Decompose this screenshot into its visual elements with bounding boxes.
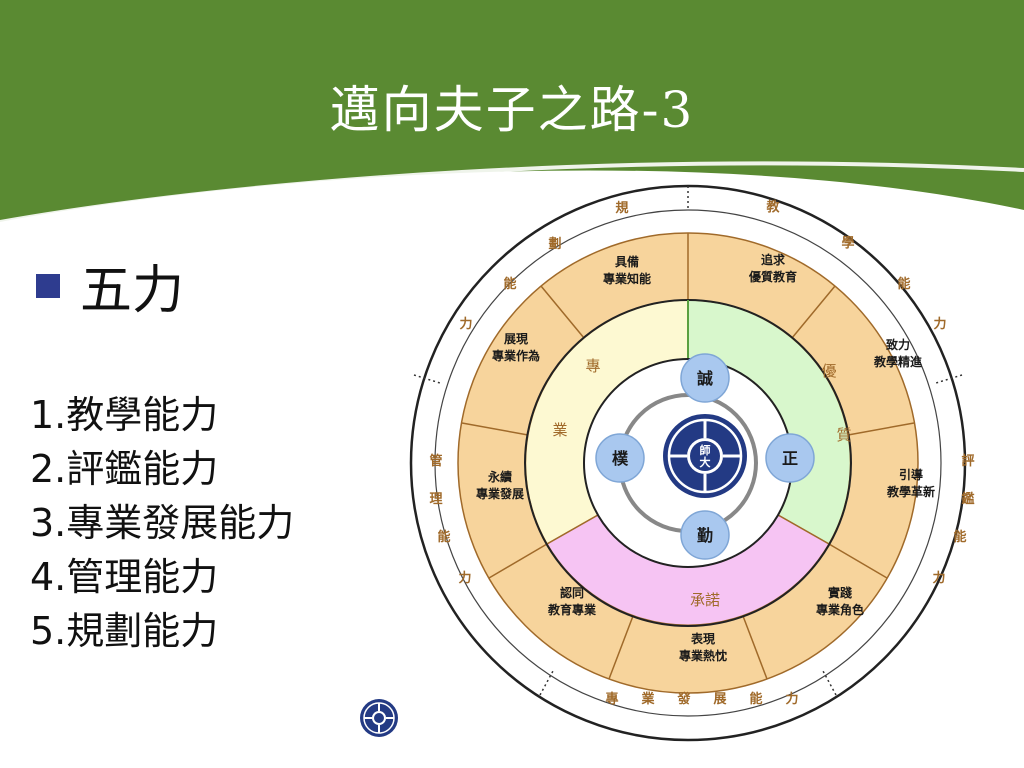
- outer-jiaoxue-3: 能: [897, 276, 910, 292]
- virtue-pu-circle: [595, 433, 645, 483]
- title-banner: 邁向夫子之路-3: [0, 0, 1024, 225]
- outer-fazhan-5: 能: [749, 691, 762, 707]
- outer-pingjian-3: 能: [953, 529, 966, 545]
- outer-pingjian-4: 力: [932, 570, 945, 586]
- outer-guanli-2: 理: [429, 492, 442, 507]
- ability-item: 2.評鑑能力: [30, 447, 219, 491]
- outer-jiaoxue-2: 學: [841, 235, 854, 251]
- bullet-heading-text: 五力: [80, 261, 185, 321]
- emblem-char-2: 大: [700, 455, 711, 469]
- outer-jiaoxue-4: 力: [933, 316, 946, 332]
- inner-ring-zhi: 質: [836, 426, 851, 444]
- virtue-qin-label: 勤: [697, 526, 713, 545]
- sector-7-line2: 教育專業: [547, 602, 597, 617]
- inner-ring-ye: 業: [552, 421, 567, 439]
- outer-ring-dividers: [413, 186, 963, 696]
- outer-guanli-1: 管: [429, 453, 442, 469]
- virtue-zheng-circle: [765, 433, 815, 483]
- sector-6-line1: 表現: [690, 631, 715, 646]
- ability-item: 4.管理能力: [30, 555, 219, 599]
- sector-9-line1: 展現: [504, 332, 528, 346]
- university-emblem-icon: 師 大: [663, 414, 747, 498]
- sector-1-line1: 具備: [615, 254, 639, 269]
- ability-item: 3.專業發展能力: [30, 501, 295, 545]
- sector-5-line2: 專業角色: [816, 602, 864, 617]
- sector-5-line1: 實踐: [828, 585, 852, 600]
- university-logo-icon: [360, 699, 398, 737]
- outer-fazhan-2: 業: [640, 691, 655, 707]
- ability-item: 1.教學能力: [30, 393, 219, 437]
- inner-ring-you: 優: [821, 362, 836, 380]
- outer-fazhan-6: 力: [785, 691, 798, 707]
- slide-title: 邁向夫子之路-3: [329, 81, 695, 139]
- inner-ring-chengnuo-label: 承諾: [690, 591, 720, 609]
- ability-list: 1.教學能力 2.評鑑能力 3.專業發展能力 4.管理能力 5.規劃能力: [30, 388, 294, 658]
- outer-jiaoxue-1: 教: [765, 199, 780, 215]
- virtue-cheng-label: 誠: [697, 369, 713, 388]
- sector-7-line1: 認同: [560, 585, 584, 600]
- virtue-qin-circle: [680, 510, 730, 560]
- virtue-circles: [595, 353, 815, 560]
- ability-item: 5.規劃能力: [30, 609, 219, 653]
- sector-8-line1: 永續: [487, 469, 512, 484]
- emblem-char-1: 師: [700, 443, 711, 457]
- sector-4-line2: 教學革新: [886, 484, 935, 499]
- outer-guihua-3: 能: [503, 276, 516, 292]
- outer-fazhan-3: 發: [676, 691, 690, 707]
- sector-8-line2: 專業發展: [476, 486, 524, 501]
- sector-3-line2: 教學精進: [873, 354, 923, 369]
- sector-9-line2: 專業作為: [492, 348, 540, 363]
- virtue-zheng-label: 正: [782, 449, 798, 468]
- sector-6-line2: 專業熱忱: [679, 648, 727, 663]
- outer-guanli-4: 力: [458, 570, 471, 586]
- bullet-square-icon: [36, 273, 60, 298]
- outer-pingjian-2: 鑑: [961, 491, 974, 507]
- outer-pingjian-1: 評: [961, 453, 974, 469]
- outer-guihua-4: 力: [459, 316, 472, 332]
- sector-2-line1: 追求: [761, 252, 786, 267]
- outer-guihua-1: 規: [615, 201, 628, 216]
- sector-1-line2: 專業知能: [603, 271, 651, 286]
- sector-dividers: [461, 233, 915, 680]
- bullet-heading: 五力: [36, 248, 184, 323]
- sector-3-line1: 致力: [886, 337, 910, 352]
- sector-4-line1: 引導: [899, 467, 923, 482]
- outer-fazhan-1: 專: [605, 691, 618, 707]
- outer-guihua-2: 劃: [548, 236, 561, 252]
- outer-ring-inner-edge: [434, 209, 942, 717]
- inner-ring-zhuan: 專: [585, 357, 600, 375]
- virtue-cheng-circle: [680, 353, 730, 403]
- sector-2-line2: 優質教育: [748, 269, 797, 284]
- title-banner-shape: [0, 0, 1024, 224]
- outer-fazhan-4: 展: [713, 692, 727, 707]
- outer-guanli-3: 能: [437, 529, 450, 545]
- virtue-pu-label: 樸: [612, 449, 629, 468]
